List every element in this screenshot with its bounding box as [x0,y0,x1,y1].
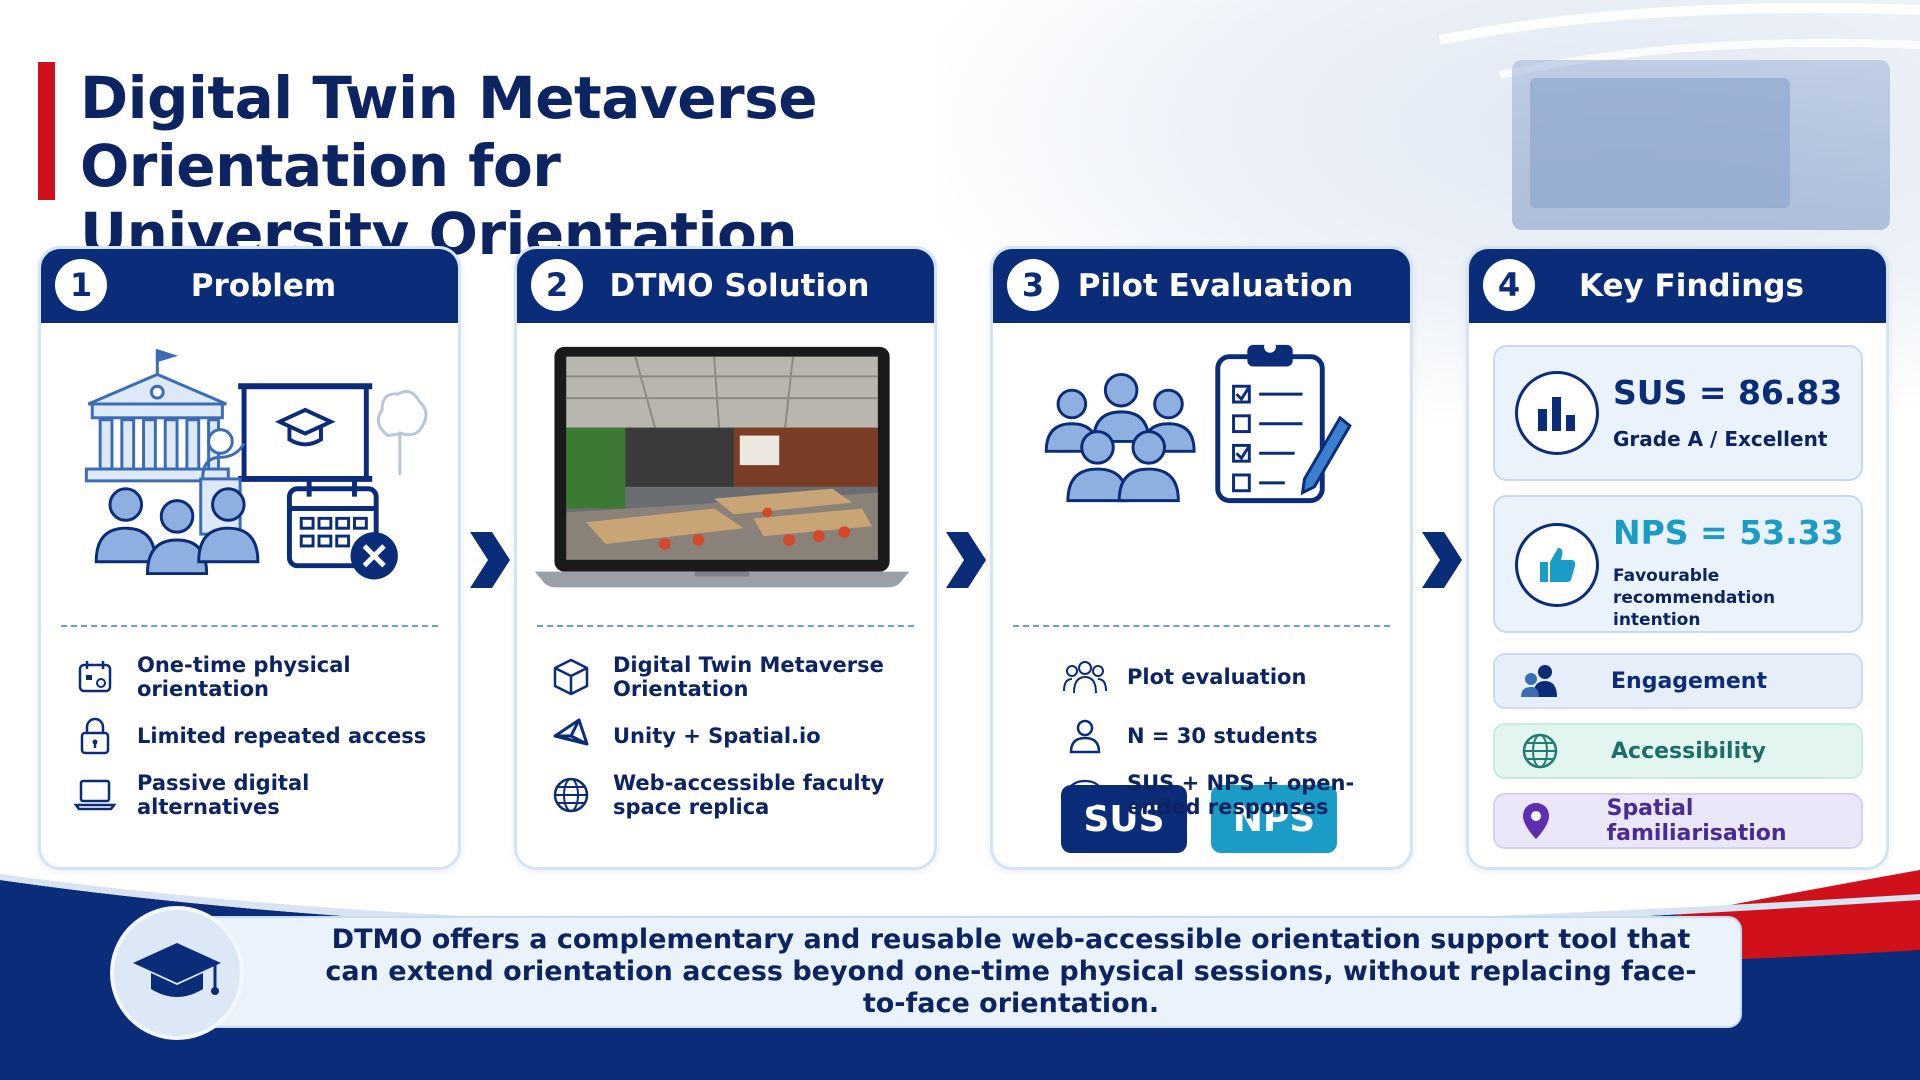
group-clipboard-icon [1044,340,1352,504]
list-item-text: Passive digital alternatives [137,770,310,819]
globe-icon [545,773,597,817]
laptop-icon [69,773,121,817]
sus-grade: Grade A / Excellent [1613,427,1828,451]
divider [537,625,914,627]
panel-title: Pilot Evaluation [1077,268,1354,304]
list-item-text: N = 30 students [1127,723,1318,748]
list-item: One-time physical orientation [69,647,442,706]
nps-score: NPS = 53.33 [1613,513,1844,552]
step-number: 3 [1007,259,1059,311]
globe-icon [1521,732,1581,770]
arrow-right-icon [946,532,986,588]
list-item-text: Limited repeated access [137,723,427,748]
solution-list: Digital Twin Metaverse Orientation Unity… [545,647,918,824]
university-lecture-calendar-cancel-icon [84,348,428,580]
step-number: 2 [531,259,583,311]
panel-key-findings: 4 Key Findings SUS = 86.83 Grade A / Exc… [1466,246,1889,870]
panel-pilot-evaluation: 3 Pilot Evaluation SUS NPS [990,246,1413,870]
list-item: Plot evaluation [1059,647,1394,706]
list-item: Passive digital alternatives [69,765,442,824]
location-pin-icon [1521,801,1577,841]
finding-card-sus: SUS = 86.83 Grade A / Excellent [1493,345,1863,481]
list-item-text: Unity + Spatial.io [613,723,821,748]
lock-icon [69,714,121,758]
list-item: Digital Twin Metaverse Orientation [545,647,918,706]
list-item: SUS + NPS + open-ended responses [1059,765,1394,824]
list-item-text: One-time physical orientation [137,652,351,701]
panel-header: 2 DTMO Solution [517,249,934,323]
sus-score: SUS = 86.83 [1613,373,1843,412]
panel-dtmo-solution: 2 DTMO Solution [514,246,937,870]
pill-text: Spatial familiarisation [1606,796,1787,846]
cube-icon [545,655,597,699]
unity-icon [545,714,597,758]
divider [1013,625,1390,627]
pill-engagement: Engagement [1493,653,1863,709]
nps-tag: NPS [1211,785,1337,853]
pill-text: Accessibility [1611,738,1766,764]
problem-list: One-time physical orientation Limited re… [69,647,442,824]
list-item-text: Web-accessible faculty space replica [613,770,885,819]
evaluation-list: Plot evaluation N = 30 students SUS + NP… [1059,647,1394,824]
conclusion-text: DTMO offers a complementary and reusable… [325,924,1697,1019]
laptop-virtual-classroom-image [534,346,910,588]
list-item-text: Digital Twin Metaverse Orientation [613,652,884,701]
list-item-text: SUS + NPS + open-ended responses [1127,770,1355,819]
pill-text: Engagement [1611,668,1767,694]
graduation-cap-icon [110,906,244,1040]
divider [61,625,438,627]
panel-title: DTMO Solution [609,268,870,304]
conclusion-banner: DTMO offers a complementary and reusable… [190,916,1742,1028]
engagement-icon [1521,663,1581,699]
panel-problem: 1 Problem [38,246,461,870]
arrow-right-icon [470,532,510,588]
list-item: Unity + Spatial.io [545,706,918,765]
list-item-text: Plot evaluation [1127,664,1307,689]
thumbs-up-icon [1515,523,1599,607]
pill-spatial-familiarisation: Spatial familiarisation [1493,793,1863,849]
panel-header: 4 Key Findings [1469,249,1886,323]
step-number: 4 [1483,259,1535,311]
bar-chart-icon [1515,371,1599,455]
page-title: Digital Twin Metaverse Orientation for U… [80,64,1180,268]
calendar-icon [69,655,121,699]
list-item: Web-accessible faculty space replica [545,765,918,824]
step-number: 1 [55,259,107,311]
title-line-1: Digital Twin Metaverse Orientation for [80,64,818,200]
chat-bubble-icon [1059,773,1111,817]
title-accent-bar [38,62,55,200]
person-icon [1059,714,1111,758]
background-display-content [1530,78,1790,208]
panel-title: Problem [190,268,337,304]
panel-header: 1 Problem [41,249,458,323]
sus-tag: SUS [1061,785,1187,853]
people-icon [1059,655,1111,699]
list-item: Limited repeated access [69,706,442,765]
pill-accessibility: Accessibility [1493,723,1863,779]
nps-label: Favourable recommendation intention [1613,566,1776,630]
finding-card-nps: NPS = 53.33 Favourable recommendation in… [1493,495,1863,633]
panel-title: Key Findings [1579,268,1804,304]
panel-header: 3 Pilot Evaluation [993,249,1410,323]
arrow-right-icon [1422,532,1462,588]
list-item: N = 30 students [1059,706,1394,765]
